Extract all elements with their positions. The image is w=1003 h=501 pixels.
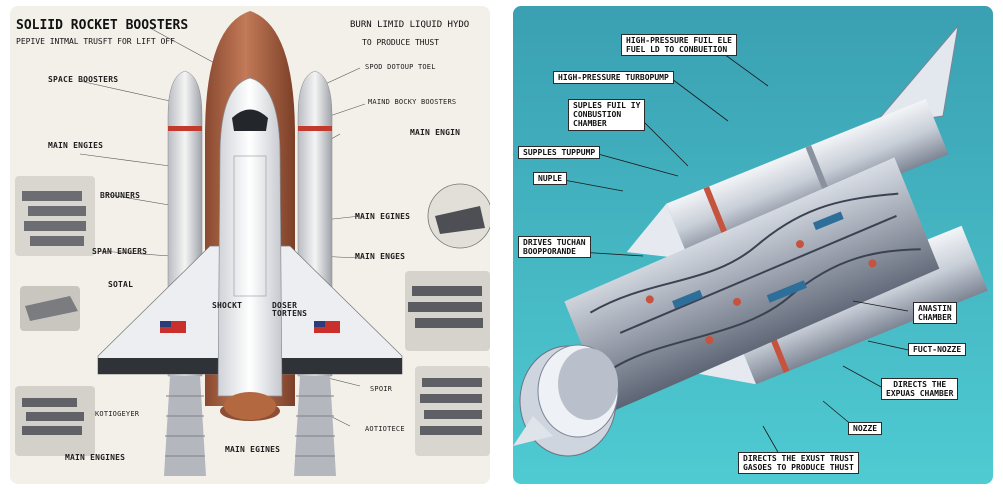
label-main-egines: MAIN EGINES: [355, 212, 411, 221]
label-shockt: SHOCKT: [212, 301, 243, 310]
subtitle-right: TO PRODUCE THUST: [362, 38, 440, 47]
label-doser: DOSER TORTENS: [272, 301, 308, 319]
callout-high-pressure-fuel: HIGH-PRESSURE FUIL ELE FUEL LD TO CONBUE…: [621, 34, 737, 57]
left-inset-engines: [15, 176, 95, 456]
engine-diagram-panel: HIGH-PRESSURE FUIL ELE FUEL LD TO CONBUE…: [513, 6, 993, 484]
label-brouners: BROUNERS: [100, 191, 141, 200]
label-sotal: SOTAL: [108, 280, 134, 289]
callout-supples-fuel: SUPLES FUIL IY CONBUSTION CHAMBER: [568, 99, 646, 131]
callout-anastin: ANASTIN CHAMBER: [913, 302, 957, 325]
label-spoir: SPOIR: [370, 385, 393, 393]
subtitle: PEPIVE INTMAL TRUSFT FOR LIFT OFF: [16, 37, 175, 46]
upper-booster: [626, 98, 949, 260]
label-spod-dotour: SPOD DOTOUP TOEL: [365, 63, 436, 71]
label-space-boosters: SPACE BOOSTERS: [48, 75, 119, 84]
shuttle-diagram-panel: SOLIID ROCKET BOOSTERS PEPIVE INTMAL TRU…: [10, 6, 490, 484]
label-main-engines-bottom: MAIN ENGINES: [65, 453, 126, 462]
leader-lines: [79, 27, 366, 427]
callout-fuct-nozze: FUCT-NOZZE: [908, 343, 967, 357]
callout-nuple: NUPLE: [533, 172, 568, 186]
engine-illustration: [513, 6, 993, 484]
label-main-engies: MAIN ENGIES: [48, 141, 104, 150]
callout-nozze: NOZZE: [848, 422, 883, 436]
callout-supples-tuppump: SUPPLES TUPPUMP: [518, 146, 601, 160]
right-inset-engines: [405, 183, 490, 456]
core-engine: [564, 157, 940, 413]
callout-directs-exust: DIRECTS THE EXUST TRUST GASOES TO PRODUC…: [738, 452, 859, 475]
shuttle-illustration: [15, 11, 490, 476]
label-maind-bocky: MAIND BOCKY BOOSTERS: [368, 98, 457, 106]
label-span-engers: SPAN ENGERS: [92, 247, 148, 256]
front-nozzle: [513, 344, 619, 457]
label-kotiogeyer: KOTIOGEYER: [95, 410, 140, 418]
title-right: BURN LIMID LIQUID HYDO: [350, 20, 470, 30]
label-main-enges: MAIN ENGES: [355, 252, 406, 261]
title: SOLIID ROCKET BOOSTERS: [16, 18, 189, 33]
orbiter: [97, 77, 403, 420]
callout-drives: DRIVES TUCHAN BOOPPORANDE: [518, 236, 591, 259]
callout-turbopump: HIGH-PRESSURE TURBOPUMP: [553, 71, 674, 85]
callout-directs-expus: DIRECTS THE EXPUAS CHAMBER: [881, 378, 959, 401]
label-main-egines-bottom: MAIN EGINES: [225, 445, 281, 454]
label-main-engin: MAIN ENGIN: [410, 128, 461, 137]
label-aotiotece: AOTIOTECE: [365, 425, 405, 433]
